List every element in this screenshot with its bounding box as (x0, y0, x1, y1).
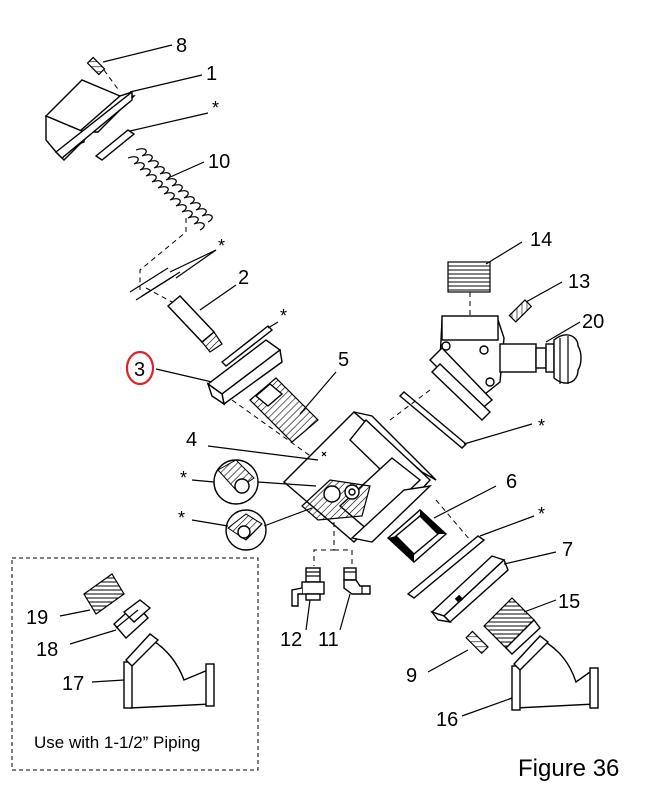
callout-star-6: * (538, 504, 545, 524)
callout-15: 15 (558, 591, 580, 613)
leader-star-1 (129, 112, 209, 132)
callout-12: 12 (280, 629, 302, 651)
leader-detail-2 (263, 507, 313, 527)
leader-16 (461, 697, 513, 717)
part-11-elbow (343, 567, 371, 595)
part-gasket-top (94, 129, 136, 161)
callout-20: 20 (582, 311, 604, 333)
callout-7: 7 (562, 539, 573, 561)
callout-star-7: * (538, 416, 545, 436)
part-19-nipple (83, 573, 125, 615)
leader-15 (523, 599, 557, 613)
leader-star-6 (479, 515, 535, 537)
part-17-pipe (123, 633, 215, 709)
callout-1: 1 (206, 63, 217, 85)
callout-10: 10 (208, 151, 230, 173)
callout-2: 2 (238, 267, 249, 289)
part-14-filter (447, 261, 491, 293)
callout-4: 4 (186, 429, 197, 451)
leader-14 (485, 241, 523, 265)
leader-19 (59, 609, 91, 617)
leader-2 (199, 284, 237, 311)
callout-17: 17 (62, 673, 84, 695)
callout-6: 6 (506, 471, 517, 493)
leader-star-2 (169, 249, 217, 273)
part-5-sleeve (249, 377, 319, 443)
axis-line (103, 69, 121, 93)
leader-8 (102, 44, 173, 63)
callout-13: 13 (568, 271, 590, 293)
part-18-reducer (113, 599, 152, 640)
figure-caption: Figure 36 (518, 755, 619, 782)
callout-11: 11 (318, 629, 339, 651)
leader-12 (305, 599, 311, 631)
leader-star-5 (191, 519, 229, 527)
inset-caption: Use with 1-1/2” Piping (34, 733, 200, 752)
part-15-adapter (483, 597, 541, 655)
callout-star-2: * (218, 236, 225, 256)
leader-5 (299, 371, 337, 415)
inset-box (11, 557, 259, 771)
detail-circle-oring-2 (225, 509, 267, 551)
axis-line-stem (139, 218, 187, 290)
callout-star-4: * (180, 468, 187, 488)
callout-18: 18 (36, 639, 58, 661)
part-gasket-mid (220, 325, 274, 367)
callout-8: 8 (176, 35, 187, 57)
leader-13 (525, 281, 563, 303)
part-pilot-body (429, 315, 505, 421)
axis-fitting-11 (334, 549, 353, 566)
leader-9 (427, 649, 469, 673)
part-gasket-right (398, 391, 468, 449)
leader-20 (545, 321, 581, 343)
part-stem-washers (129, 267, 181, 301)
callout-9: 9 (406, 665, 417, 687)
leader-star-3 (267, 321, 279, 329)
highlight-circle (125, 350, 155, 386)
part-12-fitting (291, 567, 325, 607)
callout-19: 19 (26, 607, 48, 629)
callout-3: 3 (134, 359, 145, 381)
part-16-pipe (511, 635, 599, 711)
leader-7 (503, 551, 557, 565)
leader-6 (433, 485, 497, 519)
part-8-screw (86, 56, 106, 76)
part-2-stem (145, 287, 223, 353)
part-body-section (301, 479, 371, 521)
part-3-diaphragm (206, 339, 283, 406)
part-6-cage (386, 509, 448, 563)
part-gasket-bottom (406, 535, 486, 599)
callout-star-5: * (178, 508, 185, 528)
part-13-screw (508, 299, 533, 323)
part-20-handle (499, 334, 582, 384)
leader-3 (155, 368, 213, 383)
leader-1 (129, 74, 203, 93)
leader-4 (207, 445, 319, 461)
leader-star-4 (191, 479, 215, 483)
part-9-screw (465, 630, 489, 655)
leader-18 (69, 629, 117, 645)
callout-16: 16 (436, 709, 458, 731)
callout-star-1: * (212, 98, 219, 118)
leader-star-2b (175, 249, 217, 279)
leader-detail-1 (257, 481, 317, 487)
part-10-spring (127, 148, 213, 231)
part-7-bottom-cover (430, 555, 509, 624)
part-1-cover (44, 79, 136, 161)
callout-5: 5 (338, 349, 349, 371)
leader-11 (339, 593, 351, 631)
leader-star-7 (463, 423, 533, 445)
leader-10 (167, 161, 205, 179)
callout-star-3: * (280, 306, 287, 326)
detail-circle-oring-1 (213, 459, 259, 505)
axis-fitting-12 (313, 522, 335, 566)
leader-17 (91, 679, 125, 683)
callout-14: 14 (530, 229, 552, 251)
